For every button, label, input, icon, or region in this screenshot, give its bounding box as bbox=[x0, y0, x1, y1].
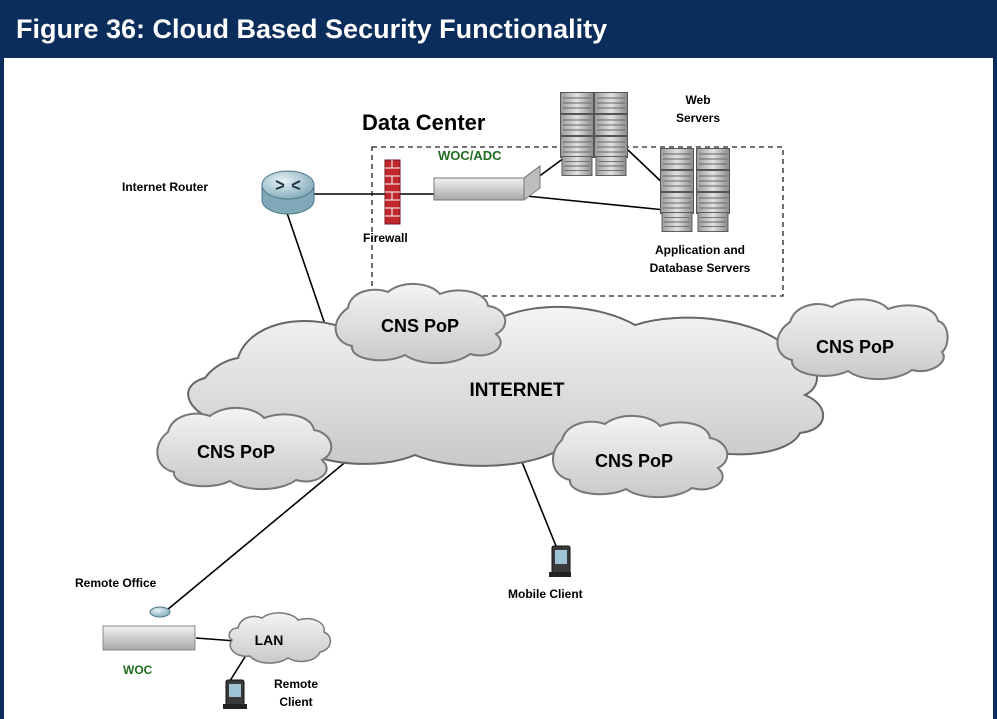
cns-pop-cloud bbox=[156, 407, 333, 491]
data-center-boundary bbox=[371, 146, 784, 297]
web-servers-label-line1: Web bbox=[685, 93, 710, 107]
lan-cloud bbox=[228, 612, 332, 664]
cns-pop-cloud bbox=[552, 414, 729, 499]
firewall-icon bbox=[384, 159, 401, 225]
internet-router-label: Internet Router bbox=[122, 180, 208, 194]
frame-border-right bbox=[993, 58, 997, 719]
cns-pop-cloud bbox=[776, 298, 949, 381]
woc-adc-label: WOC/ADC bbox=[438, 148, 502, 163]
remote-office-label: Remote Office bbox=[75, 576, 157, 590]
web-servers-label-line2: Servers bbox=[676, 111, 720, 125]
link-internet-remote-office bbox=[166, 439, 373, 611]
router-icon bbox=[261, 170, 315, 215]
cns-pop-label: CNS PoP bbox=[595, 451, 673, 471]
woc-adc-appliance-icon bbox=[433, 165, 541, 201]
app-db-label-line1: Application and bbox=[655, 243, 745, 257]
remote-client-label-line1: Remote bbox=[274, 677, 318, 691]
lan-label: LAN bbox=[255, 632, 284, 648]
cns-pop-label: CNS PoP bbox=[816, 337, 894, 357]
internet-label: INTERNET bbox=[470, 380, 565, 401]
frame-border-left bbox=[0, 58, 4, 719]
app-db-label-line2: Database Servers bbox=[650, 261, 751, 275]
link-internet-mobile-client bbox=[521, 461, 557, 547]
app-db-servers-icon bbox=[660, 148, 730, 232]
cns-pop-cloud bbox=[334, 283, 507, 365]
woc-label: WOC bbox=[123, 663, 153, 677]
web-servers-icon bbox=[560, 92, 628, 176]
firewall-label: Firewall bbox=[363, 231, 408, 245]
cns-pop-label: CNS PoP bbox=[197, 442, 275, 462]
link-woc-lan bbox=[195, 637, 237, 642]
mobile-client-label: Mobile Client bbox=[508, 587, 583, 601]
link-lan-remote-client bbox=[227, 651, 249, 685]
figure-title: Figure 36: Cloud Based Security Function… bbox=[0, 0, 997, 58]
mobile-client-icon bbox=[549, 545, 571, 577]
remote-client-icon bbox=[223, 679, 247, 709]
woc-appliance-icon bbox=[102, 625, 196, 651]
cns-pop-label: CNS PoP bbox=[381, 316, 459, 336]
data-center-title: Data Center bbox=[362, 110, 486, 135]
remote-office-router-icon bbox=[149, 606, 171, 618]
remote-client-label-line2: Client bbox=[279, 695, 312, 709]
link-wocadc-appservers bbox=[525, 195, 666, 211]
